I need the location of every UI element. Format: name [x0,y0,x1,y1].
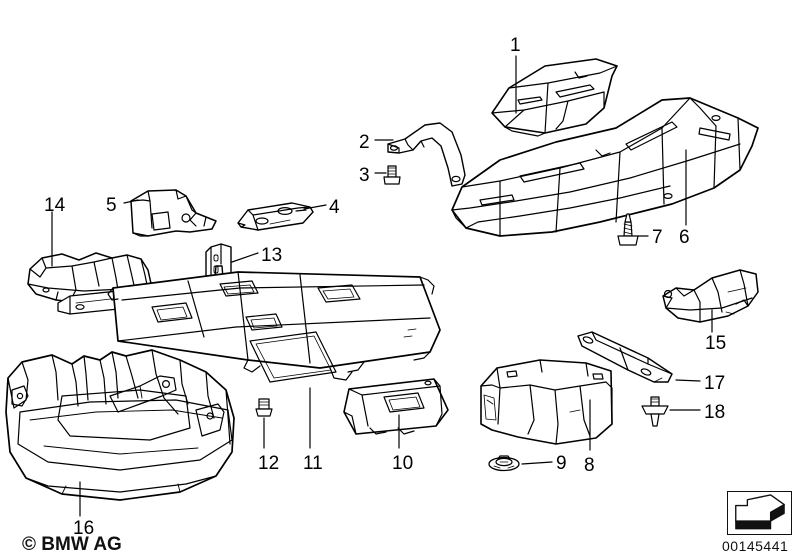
callout-label-2: 2 [359,132,370,153]
callout-leader-lines [51,55,713,517]
callout-label-1: 1 [510,35,521,56]
callout-label-13: 13 [261,245,283,266]
part-2-retaining-strap [387,122,466,187]
part-10-insulation-panel [343,378,449,435]
callout-label-14: 14 [44,195,66,216]
callout-label-7: 7 [652,227,663,248]
part-17-tie-strap [577,331,673,383]
callout-label-11: 11 [303,453,323,474]
callout-label-8: 8 [584,455,595,476]
callout-label-10: 10 [392,453,414,474]
bmw-copyright-notice: © BMW AG [22,534,122,555]
callout-label-12: 12 [258,453,280,474]
callout-label-6: 6 [679,227,690,248]
part-16-engine-shield [5,349,235,501]
part-6-rear-heat-shield [451,97,759,237]
part-15-support-bracket [662,269,759,323]
callout-label-5: 5 [106,195,117,216]
callout-label-17: 17 [704,373,726,394]
part-7-self-tapping-screw [617,213,639,246]
part-12-small-bolt [255,398,273,417]
leader-4 [303,204,327,210]
callout-label-16: 16 [73,518,95,539]
forward-arrow-icon [727,491,792,535]
part-1-tunnel-heat-shield [491,58,618,137]
catalog-number: 00145441 [722,538,789,554]
part-3-flange-bolt [383,165,401,185]
callout-label-15: 15 [705,333,727,354]
leader-17 [675,379,701,382]
callout-label-4: 4 [329,197,340,218]
leader-5 [123,199,139,204]
part-4-flat-bracket [237,202,314,231]
part-8-tunnel-cover [480,359,613,445]
callout-label-18: 18 [704,402,726,423]
part-9-cage-nut [488,455,520,472]
callout-label-3: 3 [359,165,370,186]
leader-13 [231,252,259,263]
leader-9 [521,461,553,465]
part-18-push-pin [641,396,669,427]
callout-label-9: 9 [556,453,567,474]
part-11-floor-insulation [107,271,441,383]
part-5-heat-deflector [130,189,217,237]
